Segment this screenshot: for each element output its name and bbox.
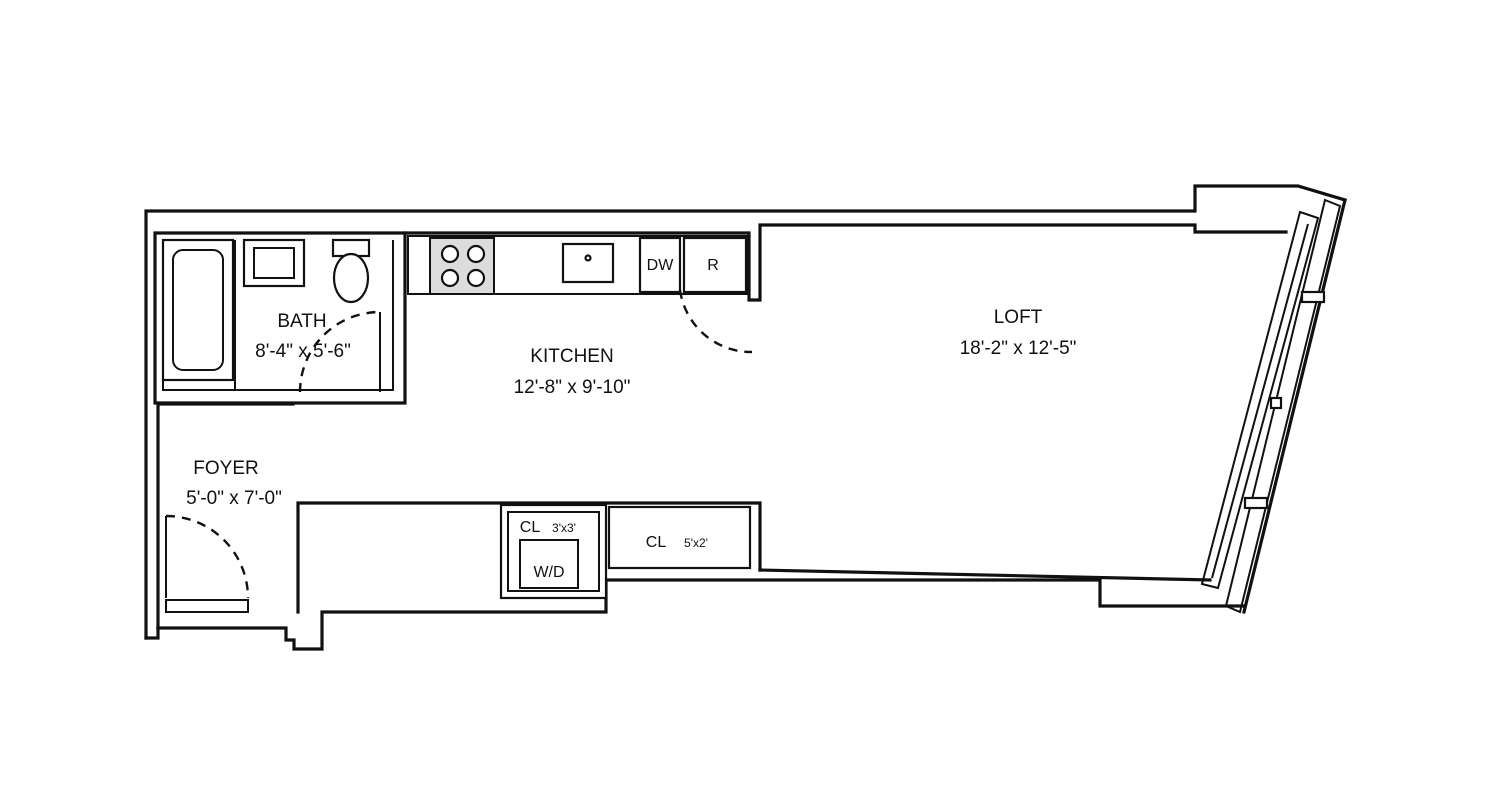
bathtub-basin	[172, 249, 224, 371]
dishwasher	[638, 236, 682, 294]
loft-dims: 18'-2" x 12'-5"	[960, 338, 1077, 359]
bath-dims: 8'-4" x 5'-6"	[255, 341, 351, 362]
window-mullion	[1269, 396, 1283, 410]
kitchen-dims: 12'-8" x 9'-10"	[514, 377, 631, 398]
bathtub	[161, 238, 235, 382]
exterior-walls	[144, 184, 1347, 651]
closets: CL 3'x3' W/D CL 5'x2'	[499, 503, 752, 600]
closet-small	[499, 503, 608, 600]
closet-small-label: CL	[520, 519, 541, 536]
dishwasher-label: DW	[647, 257, 675, 274]
loft-name: LOFT	[994, 307, 1043, 328]
toilet-bowl	[332, 252, 370, 304]
closet-large	[607, 505, 752, 570]
foyer-name: FOYER	[193, 458, 258, 479]
kitchen-door-swing[interactable]	[678, 289, 753, 354]
entry-door	[165, 514, 250, 613]
closet-large-size: 5'x2'	[684, 536, 708, 550]
bath-fixtures	[161, 238, 381, 393]
foyer-dims: 5'-0" x 7'-0"	[186, 488, 282, 509]
kitchen-sink	[561, 242, 615, 284]
closet-small-size: 3'x3'	[552, 521, 576, 535]
refrigerator	[682, 236, 748, 294]
window-bay	[1200, 198, 1342, 614]
window-mullion	[1243, 496, 1269, 510]
refrigerator-label: R	[707, 257, 719, 274]
stove-icon	[429, 237, 495, 295]
bath-name: BATH	[277, 311, 326, 332]
washer-dryer	[519, 539, 579, 589]
room-labels: BATH 8'-4" x 5'-6" KITCHEN 12'-8" x 9'-1…	[186, 307, 1076, 509]
window-mullion	[1300, 290, 1326, 304]
closet-large-label: CL	[646, 534, 667, 551]
bath-sink-basin	[253, 247, 295, 279]
kitchen-fixtures: DW R	[407, 235, 753, 354]
washer-dryer-label: W/D	[533, 564, 564, 581]
kitchen-name: KITCHEN	[530, 346, 613, 367]
entry-door-swing[interactable]	[165, 514, 250, 599]
kitchen-counter	[407, 235, 749, 295]
bath-door-swing[interactable]	[298, 310, 381, 393]
